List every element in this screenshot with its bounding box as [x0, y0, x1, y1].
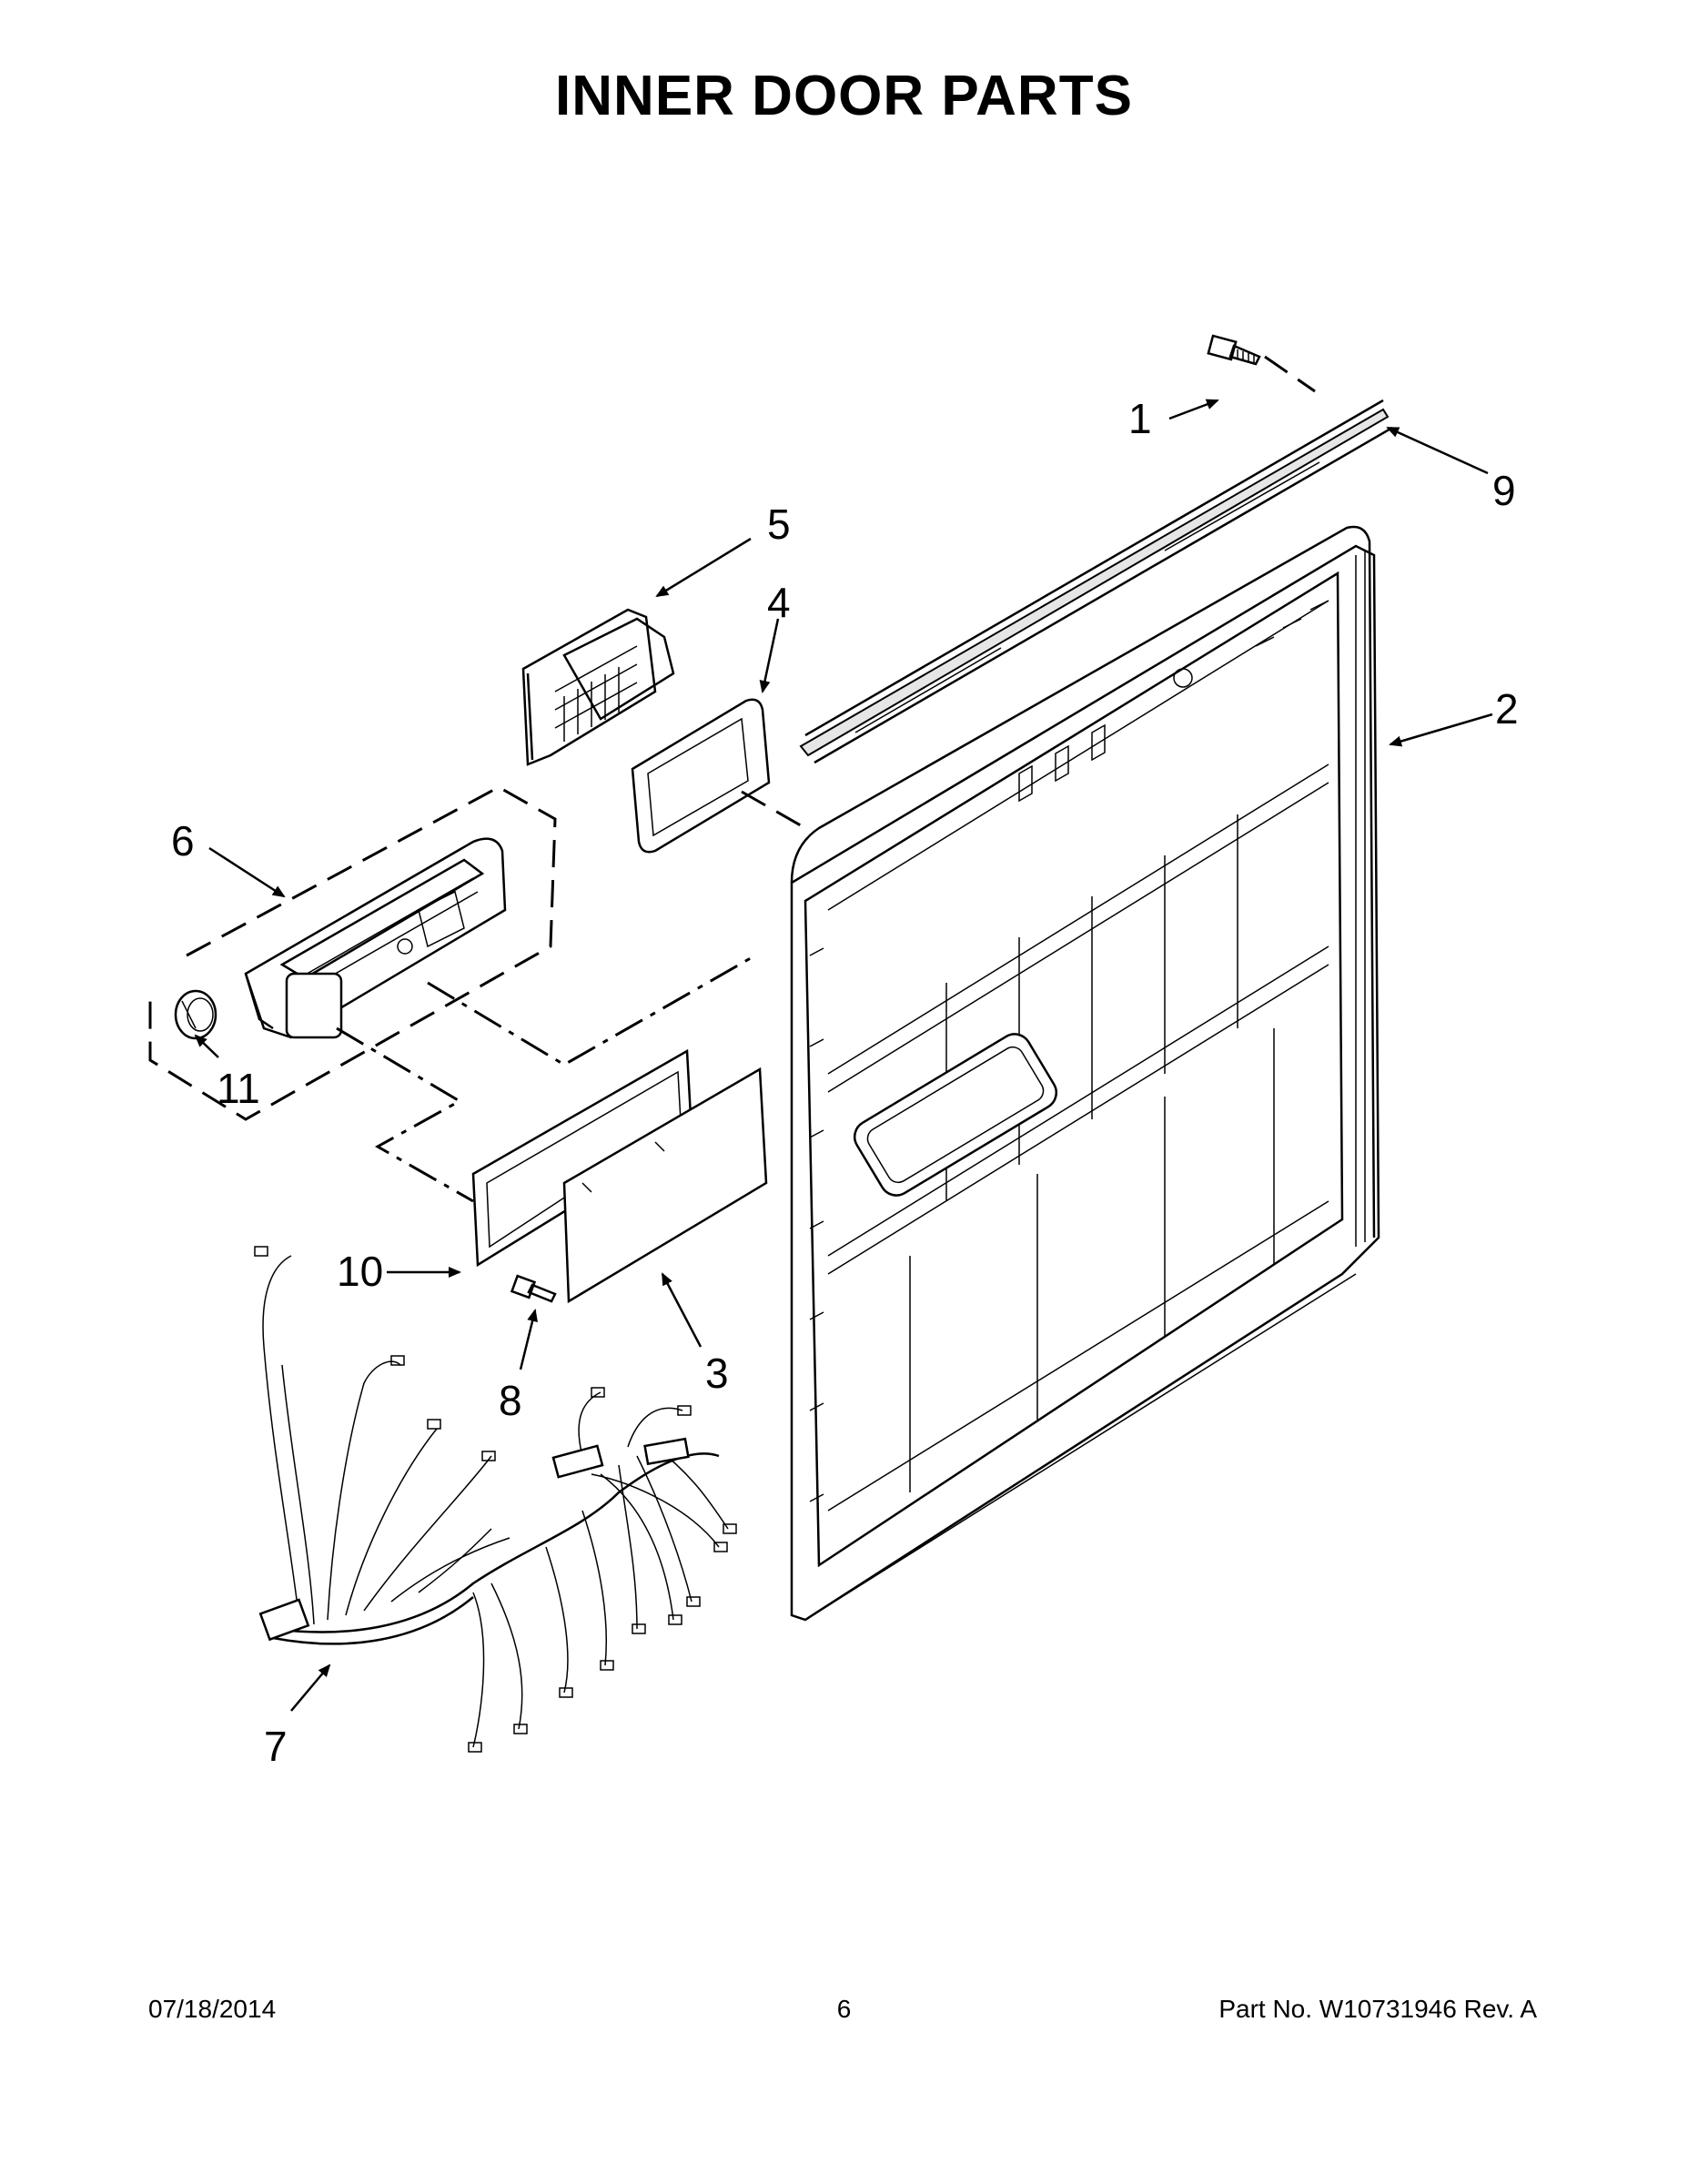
top-trim-strip: [799, 399, 1393, 764]
callout-8: 8: [499, 1377, 522, 1424]
arrow-8: [519, 1309, 538, 1370]
leader-1-9: [1264, 355, 1316, 393]
callout-6: 6: [171, 817, 195, 864]
arrow-3: [661, 1272, 702, 1348]
callout-7: 7: [264, 1723, 288, 1770]
arrow-1: [1168, 399, 1219, 420]
leader-6-2: [427, 954, 756, 1067]
arrow-11: [194, 1034, 219, 1058]
callout-11: 11: [217, 1065, 260, 1112]
callout-arrows: [194, 399, 1493, 1712]
detergent-dispenser: [244, 837, 507, 1039]
footer-part-number: Part No. W10731946 Rev. A: [1218, 1995, 1537, 2023]
screw-part-1: [1207, 334, 1261, 366]
callout-2: 2: [1495, 685, 1519, 733]
leader-6-3: [336, 1026, 474, 1203]
footer-page-number: 6: [836, 1995, 852, 2023]
callout-3: 3: [705, 1350, 729, 1397]
dispenser-knob: [174, 989, 217, 1040]
arrow-4: [759, 618, 780, 693]
screw-part-8: [510, 1274, 557, 1303]
leader-4-2: [741, 790, 806, 830]
footer-date: 07/18/2014: [148, 1995, 277, 2023]
callout-10: 10: [337, 1248, 383, 1295]
inner-door-panel: [790, 525, 1380, 1622]
vent-cover: [521, 608, 675, 766]
arrow-7: [290, 1663, 331, 1712]
callout-1: 1: [1128, 395, 1152, 442]
page-title: INNER DOOR PARTS: [555, 65, 1133, 127]
control-board-assembly: [471, 1048, 768, 1304]
arrow-5: [655, 537, 752, 598]
callout-4: 4: [767, 579, 791, 626]
dispenser-group-box: [148, 785, 557, 1121]
arrow-2: [1389, 713, 1493, 747]
callout-labels: 1 2 3 4 5 6 7 8 9 10 11: [171, 395, 1519, 1770]
vent-gasket: [631, 698, 771, 854]
callout-5: 5: [767, 500, 791, 548]
arrow-6: [208, 846, 286, 898]
arrow-9: [1386, 426, 1489, 475]
callout-9: 9: [1492, 467, 1516, 514]
wire-harness: [254, 1246, 737, 1753]
